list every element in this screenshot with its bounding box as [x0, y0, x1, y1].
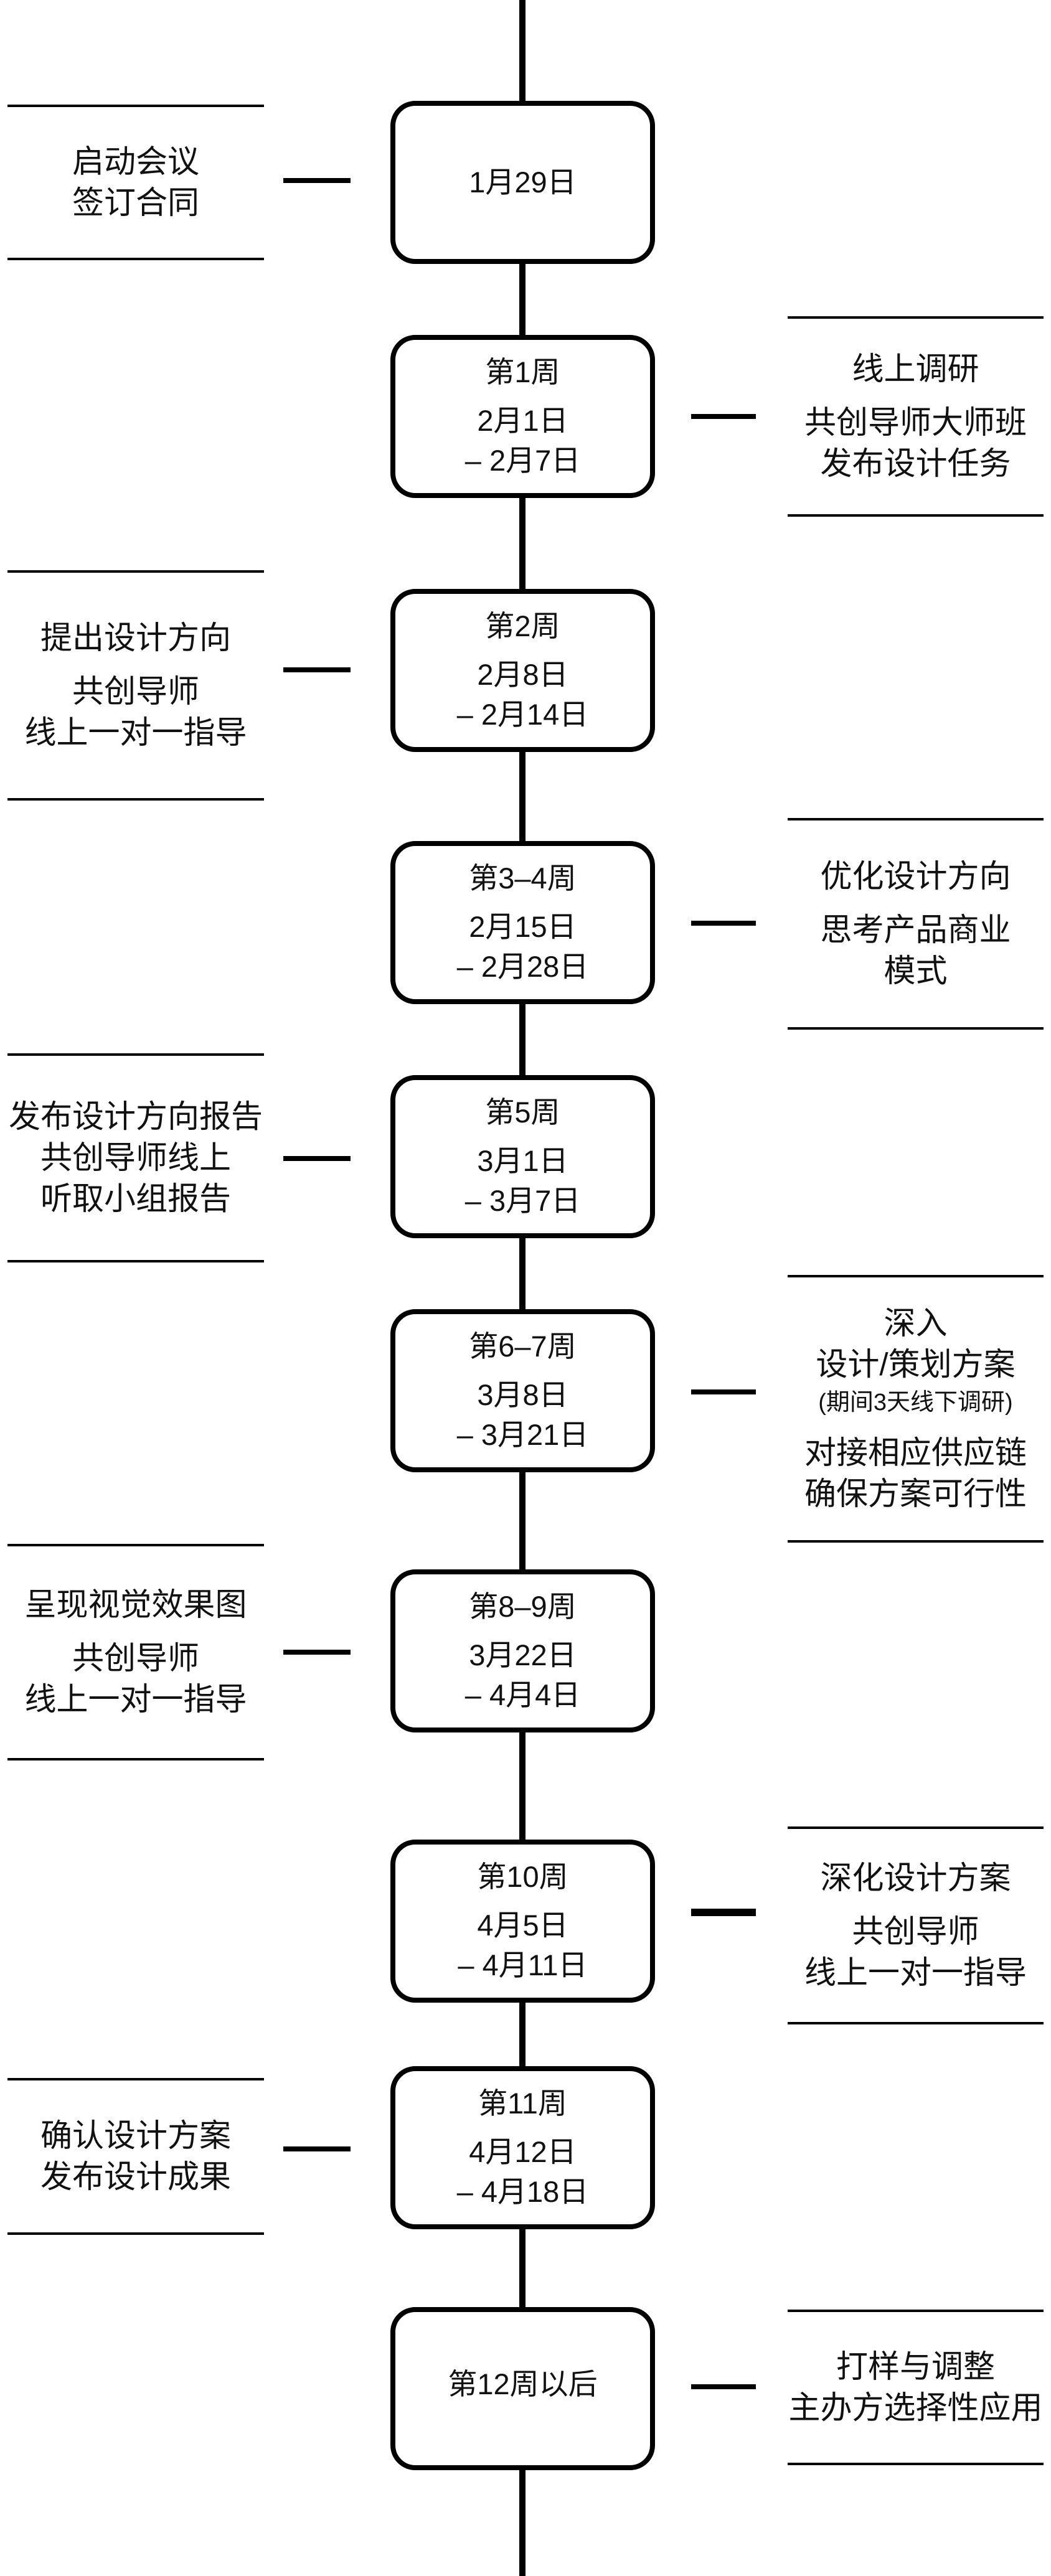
connector-line	[283, 2146, 351, 2151]
timeline-spine	[519, 0, 526, 2576]
stage-note: 深化设计方案 共创导师 线上一对一指导	[788, 1826, 1044, 2024]
note-line: 深入	[884, 1305, 948, 1341]
note-line: 签订合同	[72, 185, 199, 220]
week-label: 第3–4周	[469, 862, 577, 895]
date-start: 2月8日	[477, 658, 568, 691]
week-box: 第5周 3月1日 – 3月7日	[390, 1075, 655, 1238]
note-line: 共创导师	[72, 1640, 199, 1676]
week-label: 第2周	[485, 609, 560, 642]
date-start: 4月12日	[469, 2135, 577, 2168]
note-line: 设计/策划方案	[816, 1347, 1016, 1382]
note-line: 思考产品商业	[820, 912, 1011, 947]
date-end: – 4月18日	[456, 2175, 589, 2208]
stage-note: 线上调研 共创导师大师班 发布设计任务	[788, 316, 1044, 517]
week-label: 第12周以后	[448, 2367, 598, 2400]
note-line: 发布设计成果	[40, 2159, 231, 2194]
date-start: 4月5日	[477, 1909, 568, 1942]
note-line: 对接相应供应链	[804, 1435, 1027, 1470]
note-line: 提出设计方向	[40, 620, 231, 656]
stage-note: 呈现视觉效果图 共创导师 线上一对一指导	[7, 1544, 264, 1760]
week-label: 第6–7周	[469, 1330, 577, 1363]
note-line: 听取小组报告	[40, 1181, 231, 1216]
week-label: 第10周	[477, 1860, 568, 1893]
note-line: 优化设计方向	[820, 858, 1011, 894]
week-box: 第3–4周 2月15日 – 2月28日	[390, 841, 655, 1004]
date-end: – 2月7日	[464, 444, 581, 477]
note-line: 共创导师线上	[40, 1140, 231, 1175]
note-line: 确保方案可行性	[804, 1476, 1027, 1511]
week-box: 第8–9周 3月22日 – 4月4日	[390, 1569, 655, 1732]
connector-line	[283, 667, 351, 672]
date-start: 2月1日	[477, 404, 568, 437]
note-line: 打样与调整	[836, 2349, 995, 2384]
note-line: 确认设计方案	[40, 2118, 231, 2153]
note-line: 深化设计方案	[820, 1860, 1011, 1896]
date-end: – 4月11日	[458, 1948, 588, 1981]
note-line: 发布设计方向报告	[8, 1099, 263, 1134]
date-start: 3月1日	[477, 1144, 568, 1177]
note-line: 线上一对一指导	[24, 1681, 247, 1717]
week-box: 第2周 2月8日 – 2月14日	[390, 589, 655, 752]
connector-line	[691, 1389, 756, 1394]
stage-note: 发布设计方向报告 共创导师线上 听取小组报告	[7, 1053, 264, 1262]
note-line: 共创导师	[72, 674, 199, 709]
stage-note: 启动会议 签订合同	[7, 105, 264, 260]
note-line: 共创导师大师班	[804, 405, 1027, 440]
stage-note: 确认设计方案 发布设计成果	[7, 2078, 264, 2235]
connector-line	[283, 178, 351, 183]
date-start: 3月22日	[469, 1638, 577, 1671]
week-box: 第1周 2月1日 – 2月7日	[390, 335, 655, 498]
note-line: (期间3天线下调研)	[818, 1389, 1013, 1416]
week-label: 第5周	[485, 1096, 560, 1129]
week-label: 第11周	[478, 2087, 567, 2120]
date-end: – 3月7日	[464, 1184, 581, 1217]
week-label: 第8–9周	[469, 1590, 577, 1623]
week-box: 第12周以后	[390, 2307, 655, 2470]
note-line: 呈现视觉效果图	[24, 1587, 247, 1622]
connector-line	[691, 414, 756, 419]
stage-note: 打样与调整 主办方选择性应用	[788, 2310, 1044, 2465]
connector-line	[691, 921, 756, 926]
week-box: 第6–7周 3月8日 – 3月21日	[390, 1309, 655, 1472]
stage-note: 深入 设计/策划方案 (期间3天线下调研) 对接相应供应链 确保方案可行性	[788, 1275, 1044, 1543]
date-end: – 4月4日	[464, 1678, 581, 1711]
note-line: 发布设计任务	[820, 446, 1011, 481]
connector-line	[691, 2384, 756, 2389]
connector-line	[283, 1650, 351, 1655]
date-start: 3月8日	[477, 1378, 568, 1411]
date-box: 1月29日	[390, 101, 655, 264]
note-line: 共创导师	[852, 1914, 979, 1949]
note-line: 线上一对一指导	[804, 1955, 1027, 1990]
connector-line	[283, 1156, 351, 1161]
stage-note: 优化设计方向 思考产品商业 模式	[788, 818, 1044, 1030]
date-start: 2月15日	[469, 910, 577, 943]
note-line: 模式	[884, 953, 948, 989]
week-box: 第11周 4月12日 – 4月18日	[390, 2066, 655, 2229]
week-label: 第1周	[485, 355, 560, 388]
note-line: 启动会议	[72, 144, 199, 179]
date-end: – 3月21日	[456, 1418, 589, 1451]
date-end: – 2月28日	[456, 950, 589, 983]
date-start: 1月29日	[469, 166, 577, 199]
note-line: 主办方选择性应用	[788, 2390, 1043, 2425]
note-line: 线上一对一指导	[24, 715, 247, 750]
connector-line	[691, 1909, 756, 1916]
week-box: 第10周 4月5日 – 4月11日	[390, 1840, 655, 2003]
note-line: 线上调研	[852, 351, 979, 387]
date-end: – 2月14日	[456, 698, 589, 731]
stage-note: 提出设计方向 共创导师 线上一对一指导	[7, 570, 264, 801]
